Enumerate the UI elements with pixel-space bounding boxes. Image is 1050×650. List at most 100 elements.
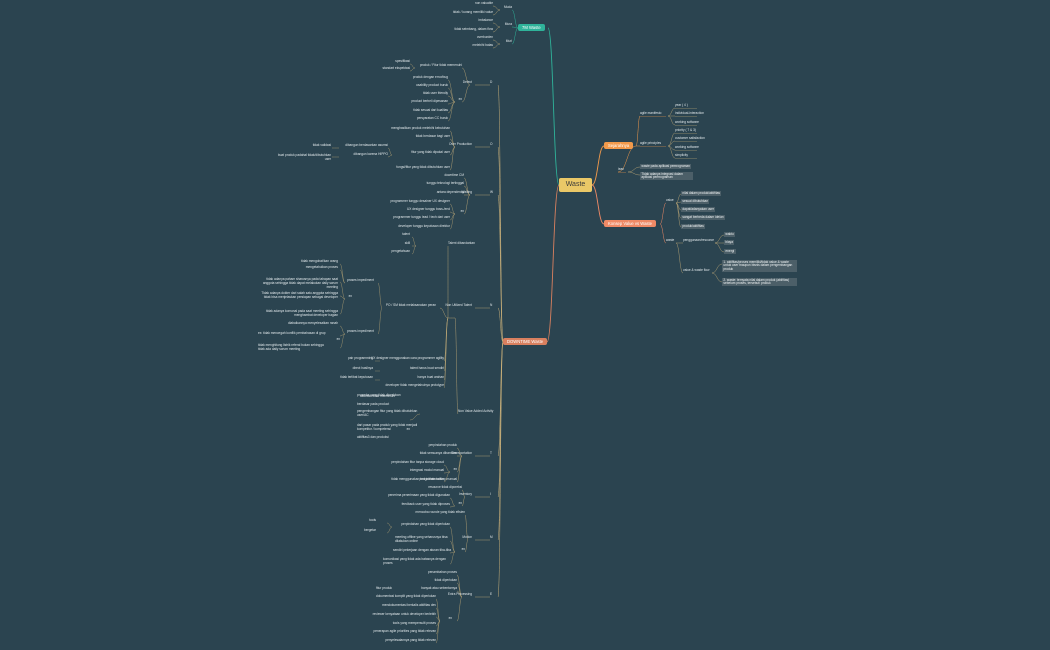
motion-leaf[interactable]: komunikasi yang tidak ada batasnya denga… bbox=[383, 557, 446, 565]
overprod-node[interactable]: menghasilkan produk melebihi kebutuhan bbox=[391, 126, 450, 131]
resource-leaf[interactable]: waktu bbox=[724, 231, 736, 237]
sejarah-leaf[interactable]: Tidak adanya integrasi dalam aplikasi pe… bbox=[640, 172, 693, 181]
transport-node[interactable]: tidak semuanya dibantuan bbox=[419, 451, 457, 456]
waiting-node[interactable]: tunggu teknologi tertinggal bbox=[426, 181, 464, 186]
motion-ex[interactable]: ex bbox=[461, 547, 465, 552]
defect-node[interactable]: produk / Fitur tidak memenuhi bbox=[419, 63, 462, 68]
motion-leaf[interactable]: tools bbox=[369, 518, 376, 523]
transport-node[interactable]: perpindahan produk bbox=[428, 443, 457, 448]
defect-ex[interactable]: ex bbox=[458, 97, 462, 102]
impediment-ex[interactable]: ex bbox=[336, 337, 340, 342]
extra-node[interactable]: tidak diperlukan bbox=[434, 578, 457, 583]
talent-node[interactable]: direct hasilnya bbox=[352, 366, 373, 371]
branch-sejarahnya[interactable]: Sejarahnya bbox=[604, 142, 634, 149]
extra-node[interactable]: penambahan proses bbox=[427, 570, 457, 575]
branch-7m-waste[interactable]: 7M Waste bbox=[518, 24, 545, 31]
nonvalue-leaf[interactable]: pengembangan fitur yang tidak dibutuhkan… bbox=[357, 409, 418, 417]
defect-leaf[interactable]: spesifikasi bbox=[395, 59, 410, 64]
motion-sub[interactable]: perpindahan yang tidak diperlukan bbox=[401, 522, 450, 527]
overprod-node[interactable]: fitur yang tidak dipakai user bbox=[411, 150, 450, 155]
waiting-leaf[interactable]: developer tunggu keputusan direktur bbox=[398, 224, 450, 229]
value-leaf[interactable]: dapat/adanyakan user bbox=[681, 206, 716, 212]
impediment-node[interactable]: proses impediment bbox=[347, 278, 374, 283]
nonvalue-ex[interactable]: ex bbox=[406, 427, 410, 432]
waiting-leaf[interactable]: programmer tunggu lead / tech dari user bbox=[393, 215, 450, 220]
impediment-leaf[interactable]: tidak adanya komunal pada saat meeting s… bbox=[266, 309, 338, 317]
motion-leaf[interactable]: sendiri pekerjaan dengan aturan tiba-tib… bbox=[393, 548, 451, 553]
transport-leaf[interactable]: perpindahan fitur tanpa storage cloud bbox=[391, 460, 444, 465]
transport-node[interactable]: pengiriman tooltup manual bbox=[419, 477, 457, 482]
transport-leaf[interactable]: intergrasi modul manual bbox=[409, 468, 444, 473]
talent-detail[interactable]: UX designer menggunakan cara programmer … bbox=[371, 356, 444, 361]
sejarah-leaf[interactable]: year ( 4 ) bbox=[675, 103, 688, 108]
extra-ex[interactable]: ex bbox=[448, 616, 452, 621]
overprod-sub[interactable]: dibangun karena HIPPO bbox=[353, 152, 388, 157]
transport-leaf[interactable]: tidak menggunakan tool collaborative bbox=[391, 477, 444, 482]
root-node[interactable]: Waste bbox=[559, 178, 592, 192]
impediment-leaf[interactable]: tidak menghitung listrik referal bukan s… bbox=[258, 343, 324, 351]
flow-node[interactable]: value & waste flow bbox=[683, 268, 710, 273]
value-leaf[interactable]: sangat berbeda dalam ide/an bbox=[681, 214, 726, 220]
sejarah-node[interactable]: agile manifesto bbox=[640, 111, 662, 116]
motion-leaf[interactable]: meeting offline yang seharusnya bisa dil… bbox=[395, 535, 448, 543]
overprod-sub[interactable]: dibangun berdasarkan asumsi bbox=[345, 143, 388, 148]
waiting-node[interactable]: ex bbox=[460, 209, 464, 214]
nonvalue-leaf[interactable]: aktivitas tidak memenuhi bbox=[360, 394, 395, 399]
extra-leaf[interactable]: reviewer kenyataan untuk developer berle… bbox=[372, 612, 436, 617]
impediment-leaf[interactable]: ex: tidak mencegah konflik pembahasan di… bbox=[258, 331, 326, 336]
nonvalue-node[interactable]: Non Value Added Activity bbox=[458, 409, 494, 414]
7m-group[interactable]: Muri bbox=[505, 39, 512, 44]
extra-leaf[interactable]: penerapan agile priorities yang tidak re… bbox=[373, 629, 436, 634]
7m-leaf[interactable]: non valuable bbox=[474, 1, 493, 6]
inventory-leaf[interactable]: penerima penerimaan yang tidak digunakan bbox=[387, 493, 450, 498]
waiting-node[interactable]: downtime CM bbox=[444, 173, 465, 178]
nonvalue-leaf[interactable]: berdasar pada product bbox=[357, 402, 390, 407]
7m-leaf[interactable]: imbalance bbox=[478, 18, 493, 23]
inventory-leaf[interactable]: feedback user yang tidak diproses bbox=[401, 502, 450, 507]
impediment-leaf[interactable]: tidak mengobat/kan orang bbox=[301, 259, 338, 264]
waiting-leaf[interactable]: UX designer tunggu boss-/end bbox=[406, 207, 450, 212]
impediment-leaf[interactable]: diabaikannya menyelesaikan ranah bbox=[288, 321, 338, 326]
sejarah-leaf[interactable]: simplicity bbox=[675, 153, 688, 158]
talent-node[interactable]: tidak terlibat keputusan bbox=[340, 375, 373, 380]
talent-node[interactable]: Talent dibandarkan bbox=[448, 241, 475, 246]
resource-node[interactable]: penggunaan/resource bbox=[683, 238, 715, 243]
extra-leaf[interactable]: tools yang mempersulit proses bbox=[392, 621, 436, 626]
extra-leaf[interactable]: penyelesaiannya yang tidak relevan bbox=[385, 638, 436, 643]
impediment-ex[interactable]: ex bbox=[348, 294, 352, 299]
defect-leaf[interactable]: persyaratan CC buruk bbox=[416, 116, 448, 121]
extra-leaf[interactable]: banyak atau sebentarnya bbox=[421, 586, 457, 591]
downtime-item[interactable]: Transportation bbox=[451, 451, 472, 456]
impediment-leaf[interactable]: mengetahuikan proses bbox=[305, 265, 338, 270]
value-node[interactable]: value bbox=[666, 198, 674, 203]
downtime-letter[interactable]: O bbox=[490, 142, 493, 147]
sejarah-leaf[interactable]: working software bbox=[675, 120, 699, 125]
inventory-node[interactable]: resource tidak diporeksi bbox=[428, 485, 462, 490]
value-leaf[interactable]: produk/aktifitas bbox=[681, 223, 706, 229]
waiting-leaf[interactable]: programmer tunggu desainer UX designer bbox=[390, 199, 450, 204]
downtime-letter[interactable]: T bbox=[490, 451, 492, 456]
7m-group[interactable]: Mura bbox=[504, 22, 512, 27]
flow-leaf-1[interactable]: 1. aktifitas/proses memiliki/tidak value… bbox=[722, 260, 797, 272]
overprod-node[interactable]: fungsi/fitur yang tidak dibutuhkan user bbox=[396, 165, 450, 170]
extra-leaf[interactable]: dokumentasi komplit yang tidak diperluka… bbox=[375, 594, 436, 599]
branch-konsep[interactable]: Konsep Value vs Waste bbox=[604, 220, 656, 227]
impediment-leaf[interactable]: tidak adanya paham sharusnya pada tahapa… bbox=[262, 277, 338, 289]
talent-node[interactable]: developer tidak mengetahuinya prototype bbox=[385, 383, 444, 388]
branch-downtime[interactable]: DOWNTIME Waste bbox=[503, 338, 548, 345]
nonvalue-leaf[interactable]: prosedur yang tidak diperlukan bbox=[357, 393, 401, 398]
impediment-leaf[interactable]: Tidak adanya dokter dari salah satu angg… bbox=[261, 291, 338, 299]
defect-leaf[interactable]: usability product buruk bbox=[416, 83, 448, 88]
value-leaf[interactable]: nilai dalam produk/aktifitas bbox=[681, 190, 722, 196]
extra-node[interactable]: fitur produk bbox=[376, 586, 392, 591]
extra-leaf[interactable]: mendokumentasi berkalis aktifitas dev bbox=[382, 603, 436, 608]
defect-leaf[interactable]: produk dengan error/bug bbox=[412, 75, 448, 80]
waste-node[interactable]: waste bbox=[666, 238, 675, 243]
downtime-letter[interactable]: I bbox=[490, 492, 491, 497]
7m-leaf[interactable]: melebihi batas bbox=[472, 43, 493, 48]
sejarah-leaf[interactable]: priority ( 7 & 3) bbox=[675, 128, 696, 133]
defect-leaf[interactable]: product berbeli dipesanan bbox=[411, 99, 448, 104]
overprod-leaf[interactable]: tidak validasi bbox=[312, 143, 331, 148]
talent-leaf[interactable]: skill bbox=[404, 241, 410, 246]
downtime-letter[interactable]: W bbox=[490, 190, 494, 195]
